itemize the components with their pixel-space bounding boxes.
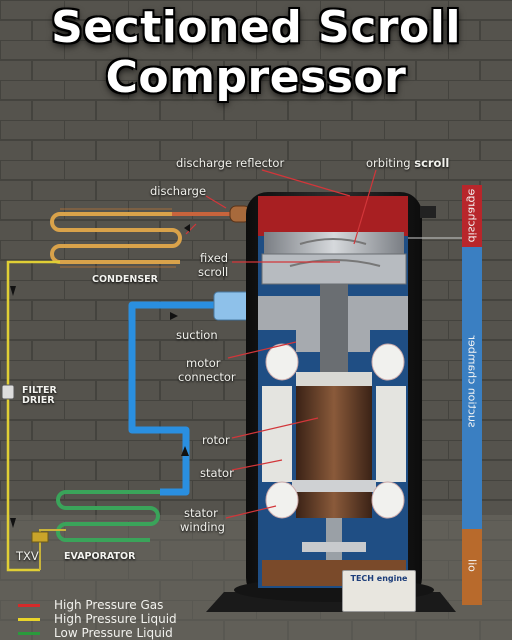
label-evaporator: EVAPORATOR (64, 551, 136, 562)
condenser-fins (60, 208, 176, 268)
legend-swatch-gas (18, 603, 40, 607)
label-discharge: discharge (150, 184, 207, 198)
label-connector: connector (178, 370, 236, 384)
label-motor: motor (186, 356, 221, 370)
stator-windings (265, 343, 405, 519)
band-suction-text: suction chamber (465, 335, 479, 428)
label-condenser: CONDENSER (92, 274, 158, 285)
discharge-chamber (258, 196, 408, 236)
band-oil-text: oil (465, 559, 479, 572)
rotor-ring (292, 480, 376, 492)
legend-low-pressure-liquid: Low Pressure Liquid (18, 626, 173, 640)
orbiting-scroll (264, 232, 404, 254)
title-line-2: Compressor (105, 52, 407, 103)
flow-arrows (10, 224, 190, 528)
label-rotor: rotor (202, 433, 230, 447)
label-orbiting: orbiting (366, 156, 411, 170)
nameplate-brand: TECH engine (350, 574, 408, 583)
rotor-body (296, 386, 372, 518)
label-scroll: scroll (414, 156, 450, 170)
legend-high-pressure-liquid: High Pressure Liquid (18, 612, 177, 626)
label-txv: TXV (16, 549, 39, 563)
txv-line (39, 529, 66, 570)
fixed-scroll (261, 253, 407, 285)
lower-shaft (326, 518, 342, 564)
legend-label-lp-liquid: Low Pressure Liquid (54, 626, 173, 640)
label-drier: DRIER (22, 395, 55, 406)
leader-lines (185, 169, 377, 519)
crankshaft (320, 284, 348, 374)
legend-label-gas: High Pressure Gas (54, 598, 164, 612)
stator-left (262, 386, 292, 482)
suction-line (128, 301, 230, 496)
label-stator: stator (200, 466, 234, 480)
txv-valve (31, 531, 49, 543)
band-oil: oil (462, 529, 482, 605)
band-suction-chamber: suction chamber (462, 247, 482, 529)
label-orbiting-scroll: orbiting scroll (366, 156, 449, 170)
label-fixed-scroll: scroll (198, 265, 229, 279)
label-suction: suction (176, 328, 218, 342)
label-stator-winding-2: winding (180, 520, 225, 534)
label-stator-winding-1: stator (184, 506, 218, 520)
legend-label-hp-liquid: High Pressure Liquid (54, 612, 177, 626)
legend-swatch-hp-liquid (18, 617, 40, 621)
label-discharge-reflector: discharge reflector (176, 156, 285, 170)
label-fixed: fixed (200, 251, 229, 265)
counterweight (296, 372, 372, 386)
evaporator-coil (56, 490, 160, 542)
filter-drier (1, 384, 15, 400)
band-discharge-text: discharge (465, 188, 479, 243)
stator-right (376, 386, 406, 482)
liquid-line (6, 260, 60, 572)
condenser-coil (50, 212, 182, 264)
legend-high-pressure-gas: High Pressure Gas (18, 598, 163, 612)
title-line-1: Sectioned Scroll (51, 2, 461, 53)
label-filter: FILTER (22, 385, 57, 396)
nameplate: TECH engine (342, 570, 416, 612)
band-discharge: discharge (462, 185, 482, 247)
legend-swatch-lp-liquid (18, 631, 40, 635)
